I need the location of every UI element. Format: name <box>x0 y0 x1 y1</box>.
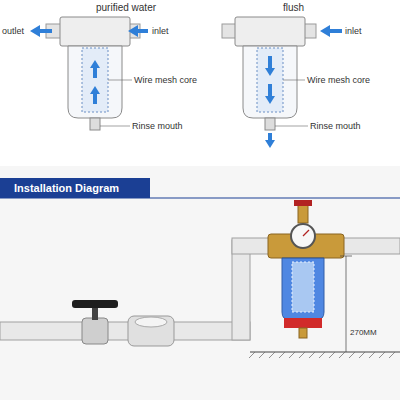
valve-handle <box>72 300 118 308</box>
flow-arrow <box>90 86 100 104</box>
water-pipe <box>340 238 400 254</box>
water-pipe <box>232 240 250 340</box>
rinse-mouth <box>90 118 100 130</box>
flow-arrow <box>265 56 275 76</box>
banner-text: Installation Diagram <box>0 178 150 198</box>
wire-mesh <box>292 262 314 312</box>
installation-illustration <box>0 200 400 358</box>
meter-dial <box>135 317 167 327</box>
valve-knob <box>294 200 312 206</box>
pressure-valve <box>298 205 308 223</box>
water-meter <box>128 316 174 346</box>
leader-line <box>275 126 308 127</box>
lower-background <box>0 166 400 400</box>
filter-cutaway-purify <box>30 17 148 130</box>
drain-valve <box>299 328 307 338</box>
wire-mesh <box>82 48 108 112</box>
flow-arrow <box>128 25 148 37</box>
filter-head <box>60 17 130 46</box>
filter-bowl <box>68 46 122 118</box>
rinse-mouth <box>265 118 275 130</box>
floor-hatch <box>249 352 395 358</box>
part-label: inlet <box>152 26 169 37</box>
part-label: Rinse mouth <box>132 121 183 132</box>
part-label: flush <box>283 2 304 13</box>
part-label: Wire mesh core <box>134 75 197 86</box>
flow-arrow <box>265 133 275 148</box>
water-pipe <box>0 322 250 340</box>
ball-valve <box>82 318 108 344</box>
valve-stem <box>92 306 98 320</box>
section-banner: Installation Diagram <box>0 178 150 198</box>
part-label: inlet <box>345 26 362 37</box>
filter-head <box>235 17 305 46</box>
pressure-gauge <box>291 224 315 248</box>
dimension-tick <box>340 256 352 257</box>
part-label: purified water <box>96 2 156 13</box>
water-pipe <box>232 238 272 254</box>
part-label: Rinse mouth <box>310 121 361 132</box>
dimension-line <box>346 256 347 352</box>
leader-line <box>283 80 305 81</box>
flow-arrow <box>320 25 342 37</box>
part-label: Wire mesh core <box>307 75 370 86</box>
leader-line <box>108 80 132 81</box>
gauge-needle <box>303 230 309 236</box>
filter-bowl <box>282 258 324 320</box>
flow-arrow <box>90 60 100 78</box>
part-label: 270MM <box>350 327 377 338</box>
flow-arrow <box>30 25 52 37</box>
wire-mesh <box>257 48 283 112</box>
part-label: outlet <box>2 26 24 37</box>
filter-bowl <box>243 46 297 118</box>
leader-line <box>100 126 130 127</box>
flush-cap <box>284 318 322 328</box>
flow-arrow <box>265 84 275 104</box>
